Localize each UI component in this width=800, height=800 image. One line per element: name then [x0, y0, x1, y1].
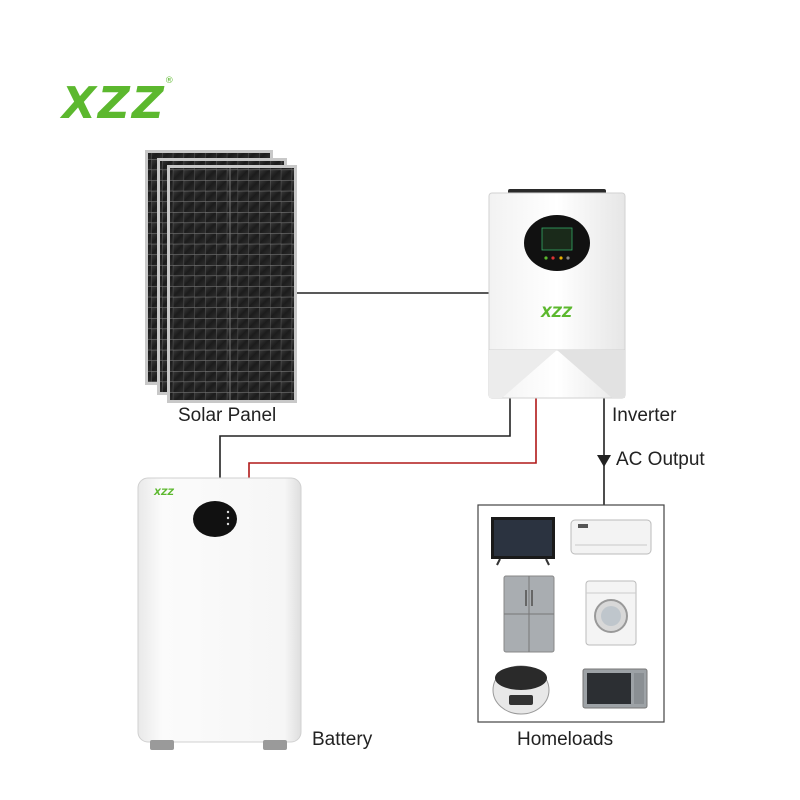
- battery-brand-text: XZZ: [153, 488, 174, 498]
- washing-machine-icon: [585, 580, 637, 646]
- tv-icon: [491, 517, 555, 566]
- inverter-brand-text: XZZ: [540, 305, 573, 321]
- battery-positive-wire: [248, 398, 537, 478]
- inverter-label: Inverter: [612, 405, 677, 426]
- registered-mark: ®: [164, 76, 176, 86]
- brand-logo-text: XZZ: [62, 78, 166, 129]
- solar-panel-label: Solar Panel: [178, 405, 277, 426]
- homeloads-box: [477, 504, 665, 723]
- inverter-unit: XZZ: [488, 189, 626, 399]
- ac-output-arrow: [597, 455, 611, 467]
- battery-unit: XZZ: [137, 477, 302, 750]
- ac-output-label: AC Output: [616, 449, 705, 470]
- homeloads-label: Homeloads: [517, 729, 614, 750]
- microwave-icon: [582, 668, 648, 709]
- wires: [219, 292, 611, 505]
- battery-label: Battery: [312, 729, 373, 750]
- refrigerator-icon: [503, 575, 555, 653]
- battery-display: [193, 501, 237, 537]
- air-conditioner-icon: [570, 519, 652, 555]
- battery-negative-wire: [219, 398, 511, 478]
- brand-logo: XZZ ®: [62, 76, 174, 129]
- rice-cooker-icon: [492, 665, 550, 715]
- solar-panel-stack: [145, 150, 297, 403]
